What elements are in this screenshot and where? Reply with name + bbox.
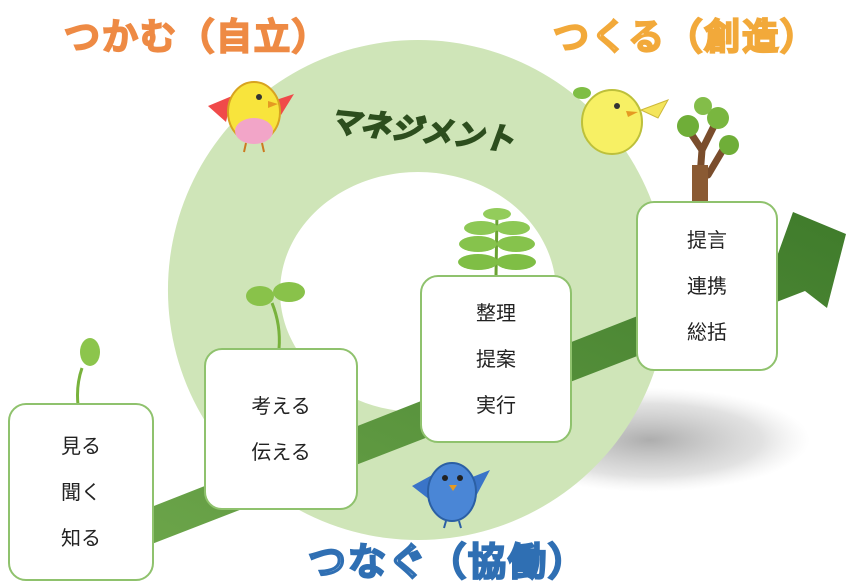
step-3-line-3: 実行 <box>476 393 516 417</box>
step-box-2: 考える 伝える <box>204 348 358 510</box>
step-1-line-2: 聞く <box>61 480 101 504</box>
step-4-line-1: 提言 <box>687 228 727 252</box>
step-1-line-3: 知る <box>61 526 101 550</box>
leafy-plant-icon <box>458 208 536 277</box>
heading-tsukamu: つかむ（自立） <box>63 16 331 59</box>
step-box-4: 提言 連携 総括 <box>636 201 778 371</box>
step-2-line-2: 伝える <box>251 440 311 464</box>
sprout-icon <box>76 338 100 406</box>
step-4-line-3: 総括 <box>687 320 727 344</box>
step-3-line-1: 整理 <box>476 301 516 325</box>
heading-tsukuru: つくる（創造） <box>552 16 819 59</box>
heading-tsunagu: つなぐ（協働） <box>307 539 589 585</box>
step-2-line-1: 考える <box>251 394 311 418</box>
blue-bird-icon <box>412 462 490 529</box>
step-box-1: 見る 聞く 知る <box>8 403 154 581</box>
yellow-bird-icon <box>573 87 670 155</box>
seedling-icon <box>246 282 305 350</box>
yellow-pink-bird-icon <box>208 81 294 153</box>
step-4-line-2: 連携 <box>687 274 727 298</box>
step-box-3: 整理 提案 実行 <box>420 275 572 443</box>
tree-icon <box>677 97 739 206</box>
step-3-line-2: 提案 <box>476 347 516 371</box>
step-1-line-1: 見る <box>61 434 101 458</box>
